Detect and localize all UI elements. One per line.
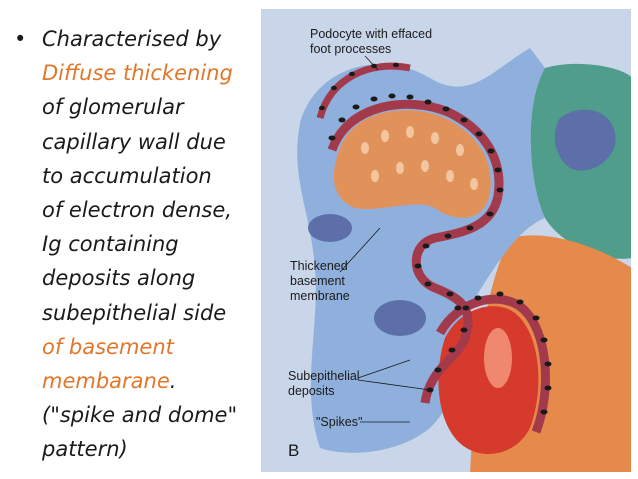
podocyte-nucleus (308, 214, 352, 242)
label-podocyte-line1: Podocyte with effaced (310, 27, 432, 41)
basement-membrane-upper (327, 99, 504, 197)
bullet-line: of glomerular (42, 95, 184, 120)
label-podocyte-line2: foot processes (310, 42, 391, 56)
label-thickened-line2: basement (290, 274, 345, 288)
leader-lines (339, 55, 431, 423)
glomerulus-illustration: Podocyte with effaced foot processes Thi… (260, 8, 632, 473)
capillary-lumen-lower (438, 306, 539, 455)
bullet-line-period: . (169, 369, 177, 394)
basement-membrane-wave (411, 194, 503, 404)
bullet-line: ("spike and dome" (42, 403, 238, 428)
bullet-line: capillary wall due (42, 129, 226, 154)
bullet-line: Ig containing (42, 232, 179, 257)
nucleus-shape (554, 109, 616, 171)
endothelial-fenestrations (361, 126, 478, 190)
bullet-line: to accumulation (42, 163, 212, 188)
capillary-lumen-upper (333, 110, 491, 218)
bullet-marker: • (14, 27, 27, 51)
label-spikes: "Spikes" (316, 415, 362, 429)
label-thickened-line3: membrane (290, 289, 350, 303)
bullet-line-highlight: membarane (42, 369, 170, 394)
label-subepithelial-line1: Subepithelial (288, 369, 360, 383)
bullet-line: pattern) (42, 437, 128, 462)
podocyte-nucleus (374, 300, 426, 336)
bullet-lines: Characterised by Diffuse thickening of g… (42, 22, 272, 467)
label-subepithelial-line2: deposits (288, 384, 335, 398)
illustration-svg: Podocyte with effaced foot processes Thi… (260, 8, 632, 473)
label-thickened-line1: Thickened (290, 259, 348, 273)
bullet-line-highlight: of basement (42, 334, 174, 359)
label-panel-b: B (288, 441, 299, 460)
bullet-line: of electron dense, (42, 198, 232, 223)
figure-border (260, 8, 632, 473)
lumen-highlight (484, 328, 512, 388)
bullet-line: deposits along (42, 266, 196, 291)
bullet-line-highlight: Diffuse thickening (42, 61, 233, 86)
bullet-line-mixed: membarane. (42, 364, 272, 398)
bullet-line: Characterised by (42, 27, 222, 51)
bullet-line: subepithelial side (42, 300, 227, 325)
